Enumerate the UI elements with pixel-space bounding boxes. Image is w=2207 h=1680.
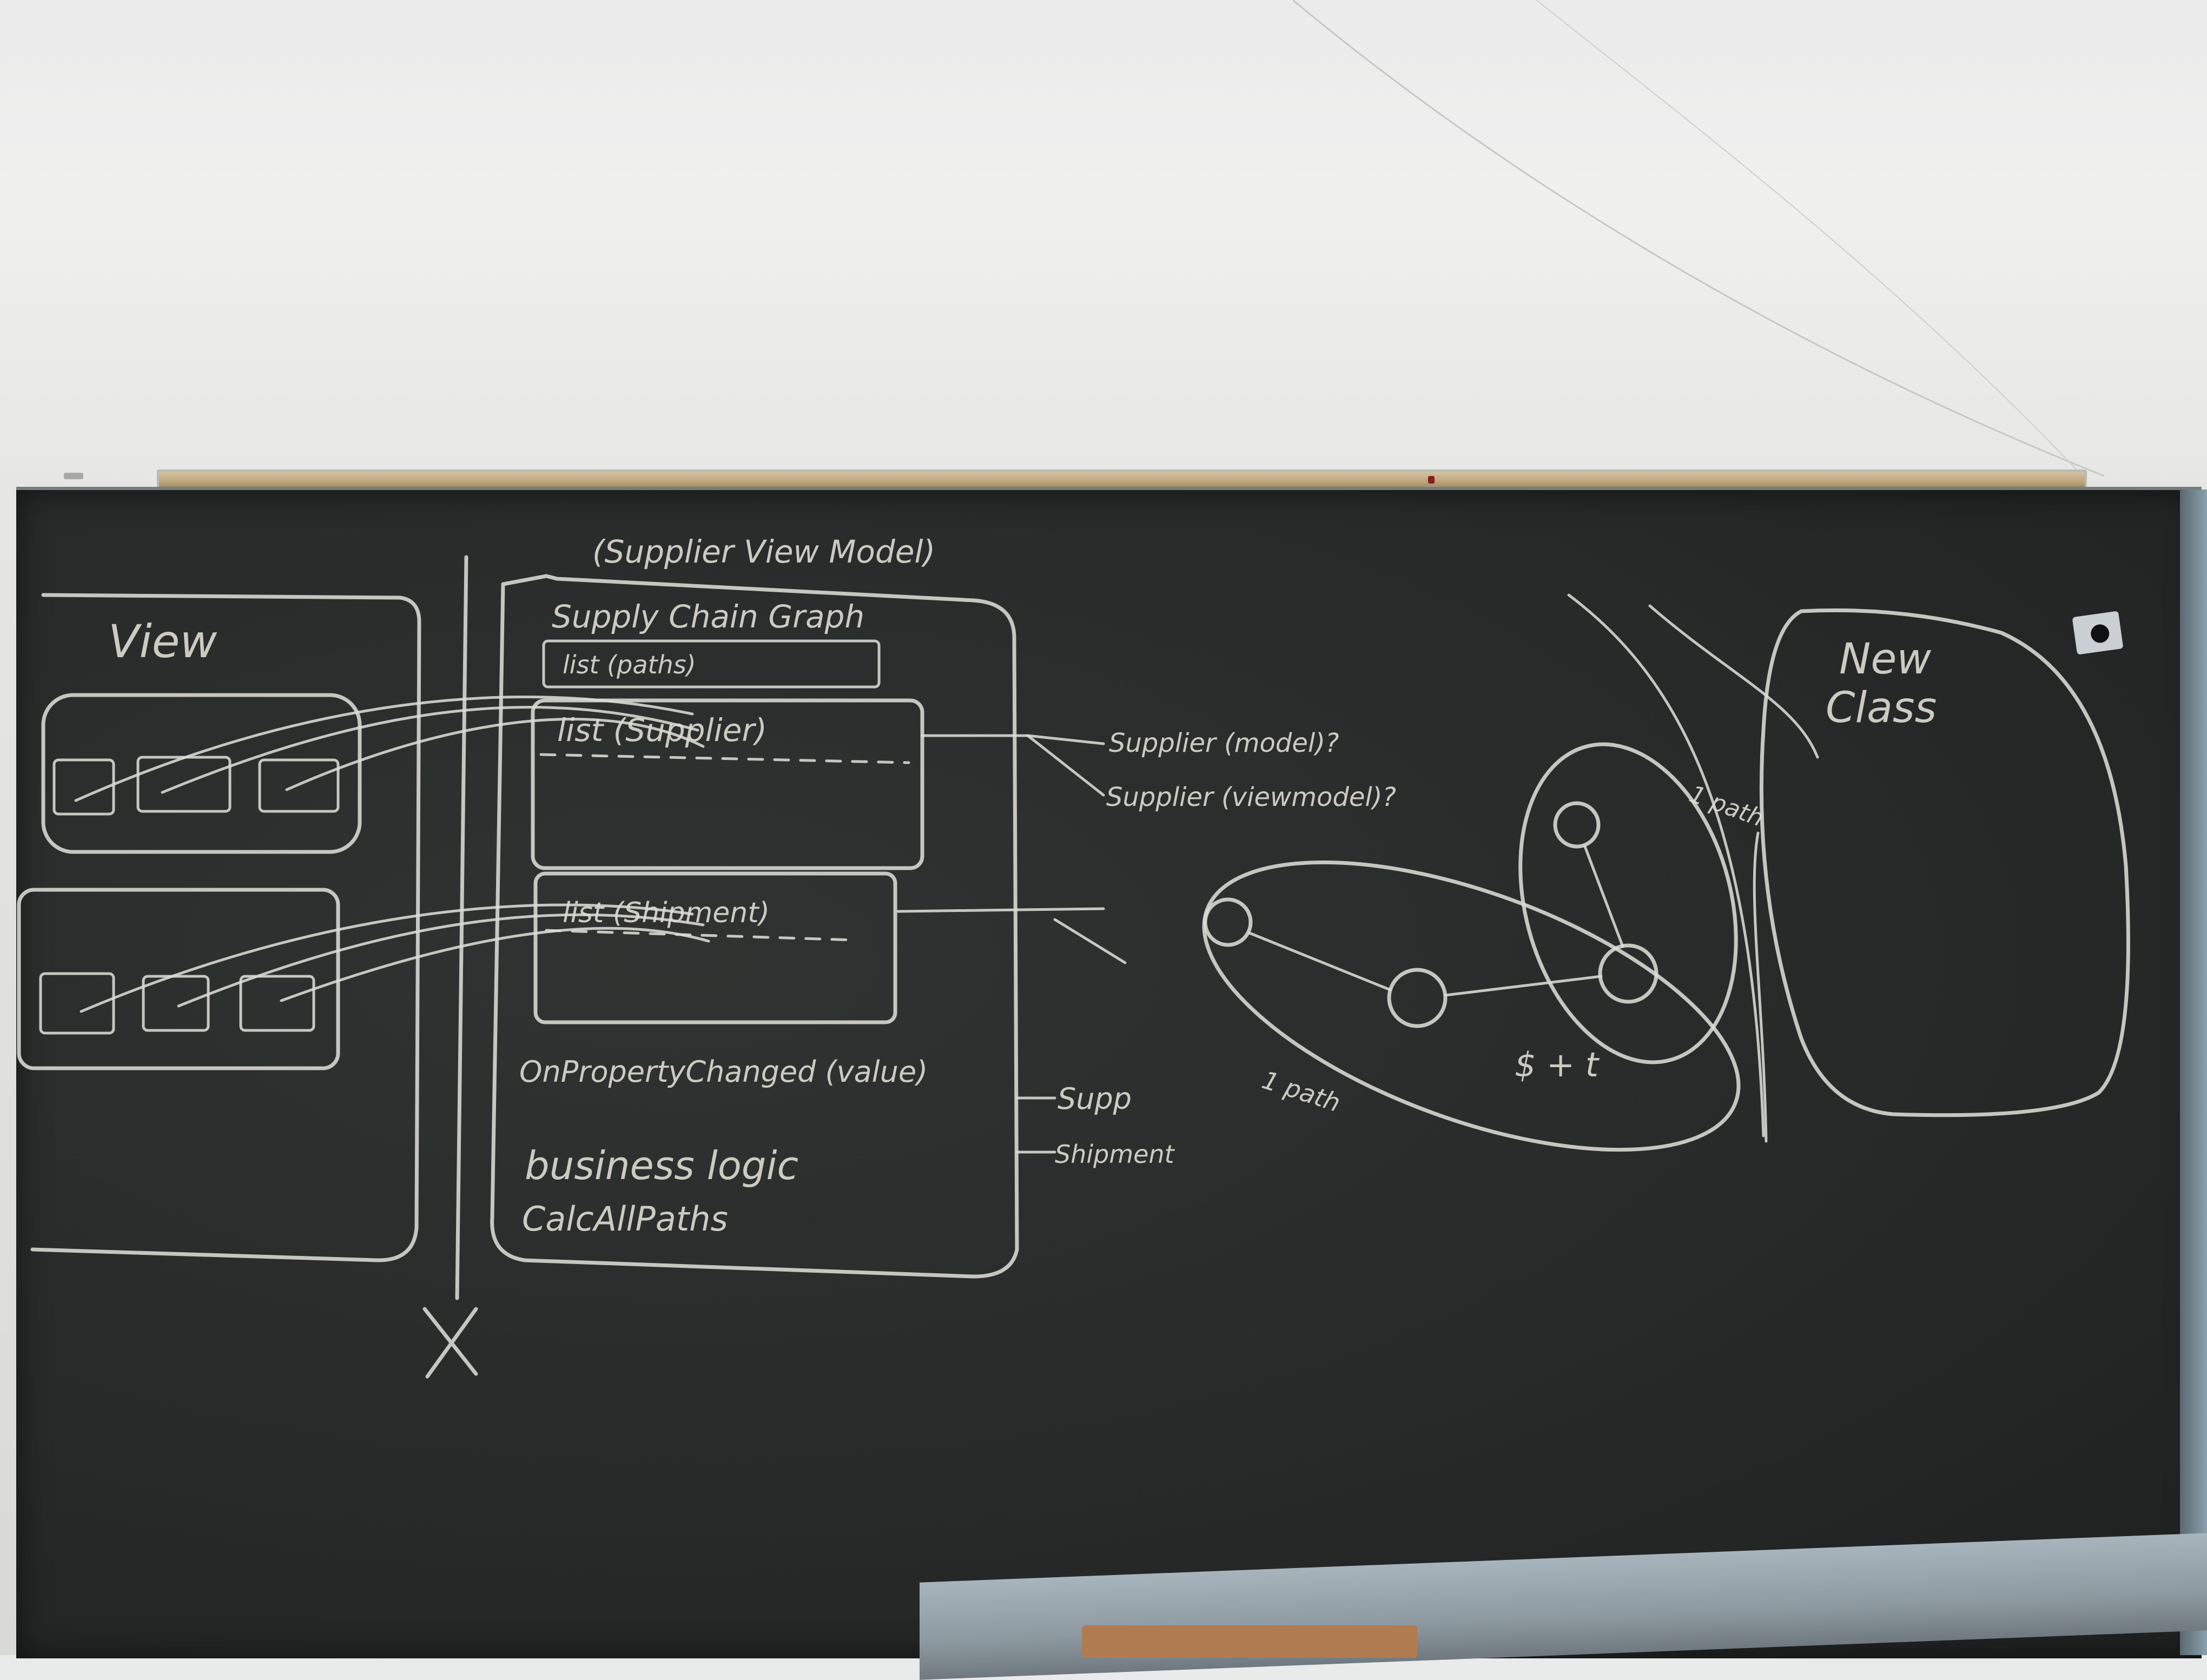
list-shipment-box bbox=[533, 871, 897, 1024]
new-class-label-1: New bbox=[1839, 635, 1931, 684]
x-mark bbox=[422, 1307, 478, 1379]
smudge bbox=[573, 936, 703, 968]
binding-line bbox=[177, 913, 705, 1008]
binding-line bbox=[80, 903, 694, 1013]
supplier-model-label: Supplier (model)? bbox=[1109, 728, 1339, 758]
view-widget bbox=[258, 758, 340, 813]
smudge bbox=[1498, 1149, 1639, 1209]
view-box bbox=[30, 593, 421, 1262]
business-logic-label: business logic bbox=[525, 1143, 798, 1188]
graph-edge bbox=[1444, 975, 1603, 997]
supp-label: Supp bbox=[1058, 1082, 1132, 1116]
calc-all-paths-label: CalcAllPaths bbox=[522, 1199, 728, 1239]
list-supplier-box bbox=[531, 698, 924, 870]
graph-edge bbox=[1583, 845, 1624, 948]
graph-edge bbox=[1248, 931, 1392, 991]
list-paths-box bbox=[542, 639, 881, 689]
n-paths-label: 1 path bbox=[1686, 780, 1767, 832]
cost-label: $ + t bbox=[1515, 1045, 1600, 1084]
view-panel-1 bbox=[41, 693, 362, 854]
separator-arc bbox=[1567, 593, 1765, 1137]
viewmodel-title: (Supplier View Model) bbox=[592, 533, 935, 570]
graph-node bbox=[1387, 968, 1448, 1028]
graph-node bbox=[1553, 801, 1601, 849]
binding-line bbox=[285, 718, 705, 791]
separator-arc bbox=[1648, 604, 1819, 759]
separator bbox=[545, 929, 856, 942]
binding-line bbox=[161, 706, 699, 794]
one-path-label: 1 path bbox=[1259, 1065, 1344, 1117]
path-ellipse-1 bbox=[1202, 860, 1741, 1152]
board-frame bbox=[2180, 490, 2207, 1655]
leader-line bbox=[1053, 918, 1127, 964]
view-panel-2 bbox=[17, 888, 340, 1070]
view-widget bbox=[39, 972, 115, 1035]
left-hook bbox=[64, 473, 83, 479]
view-label: View bbox=[108, 615, 217, 668]
list-supplier-label: list (Supplier) bbox=[557, 712, 767, 749]
graph-node bbox=[1203, 897, 1253, 947]
leader-line bbox=[1026, 734, 1105, 797]
graph-node bbox=[1598, 943, 1658, 1004]
red-pin bbox=[1428, 476, 1435, 484]
wall-cable bbox=[1293, 0, 2104, 477]
smudge bbox=[1098, 984, 1195, 1028]
smudge bbox=[1974, 795, 2050, 914]
smudge bbox=[1639, 898, 1736, 963]
eraser[interactable] bbox=[1082, 1625, 1417, 1658]
separator bbox=[539, 753, 910, 764]
list-paths-label: list (paths) bbox=[563, 650, 696, 679]
leader-line bbox=[1015, 1096, 1056, 1154]
chalkboard bbox=[16, 487, 2202, 1658]
on-property-changed-label: OnPropertyChanged (value) bbox=[519, 1055, 928, 1089]
view-widget bbox=[52, 758, 115, 816]
supplier-viewmodel-label: Supplier (viewmodel)? bbox=[1106, 782, 1396, 812]
view-widget bbox=[239, 975, 315, 1032]
viewmodel-box bbox=[490, 574, 1019, 1279]
list-shipment-label: list (Shipment) bbox=[563, 897, 770, 929]
shipment-label: Shipment bbox=[1055, 1140, 1175, 1169]
new-class-box bbox=[1759, 608, 2130, 1117]
path-ellipse-2 bbox=[1518, 742, 1738, 1064]
separator-arc bbox=[1753, 831, 1768, 1143]
supply-chain-graph-label: Supply Chain Graph bbox=[552, 598, 864, 635]
divider-line bbox=[455, 555, 468, 1300]
new-class-label-2: Class bbox=[1826, 684, 1937, 732]
binding-line bbox=[280, 927, 710, 1002]
leader-line bbox=[896, 907, 1105, 913]
